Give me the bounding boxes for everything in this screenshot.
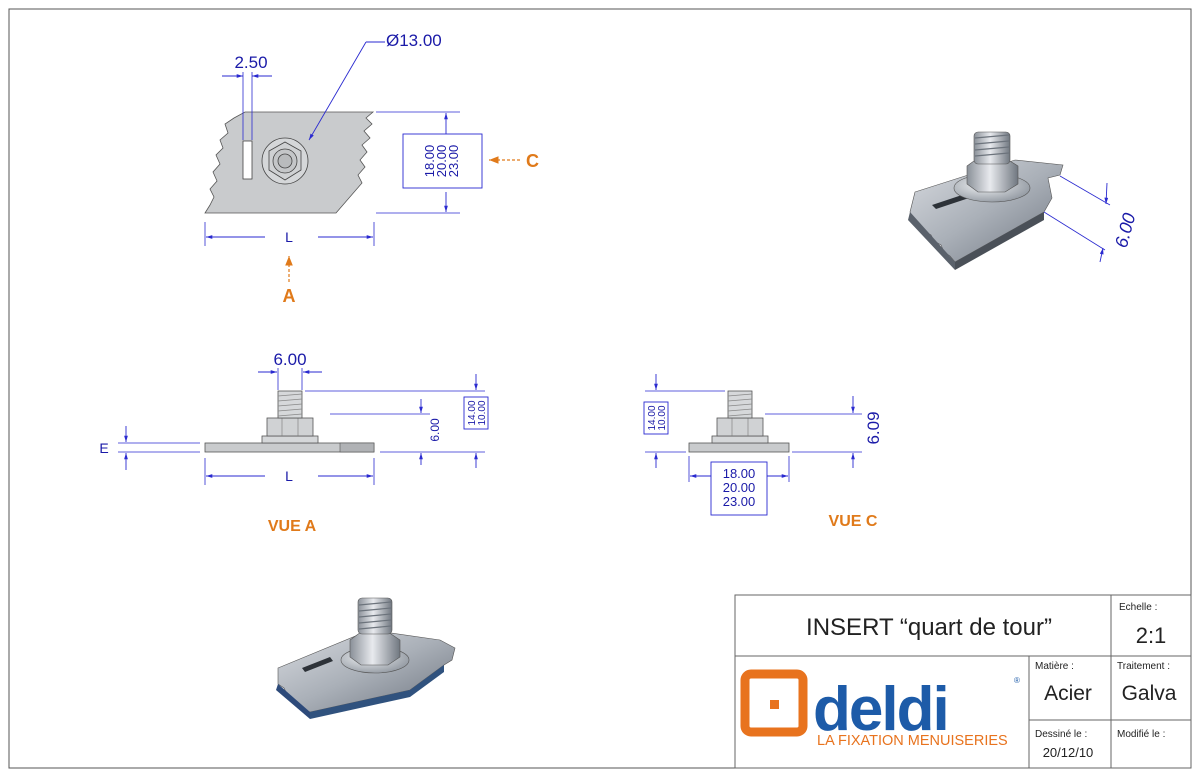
- iso-dim: 6.00: [1111, 211, 1139, 250]
- top-dim-20: 20.00: [434, 145, 449, 178]
- view-c-dim-10: 10.00: [657, 405, 668, 430]
- slot-width-dim: 2.50: [234, 53, 267, 72]
- diameter-dim: Ø13.00: [386, 31, 442, 50]
- view-c-title: VUE C: [829, 513, 878, 530]
- logo-tagline: LA FIXATION MENUISERIES: [817, 733, 1008, 749]
- view-c-bottom-23: 23.00: [723, 494, 756, 509]
- view-a-title: VUE A: [268, 518, 317, 535]
- traitement-value: Galva: [1122, 682, 1177, 705]
- iso-slot-2: [302, 657, 333, 672]
- modifie-label: Modifié le :: [1117, 729, 1165, 740]
- drawing-title: INSERT “quart de tour”: [806, 614, 1052, 641]
- logo-registered: ®: [1014, 676, 1020, 685]
- view-c-dim-14: 14.00: [647, 405, 658, 430]
- top-view: 2.50 Ø13.00 18.00 20.00 23.00 L A C: [204, 31, 539, 306]
- view-a-dim-14: 14.00: [467, 400, 478, 425]
- top-dim-18: 18.00: [422, 145, 437, 178]
- view-a-length-dim: L: [285, 468, 293, 484]
- title-block: INSERT “quart de tour” Echelle : 2:1 Mat…: [734, 594, 1192, 769]
- echelle-label: Echelle :: [1119, 602, 1157, 613]
- view-a-height-dim: 6.00: [428, 418, 442, 442]
- view-arrow-c-label: C: [526, 151, 539, 171]
- deldi-logo: deldi ® LA FIXATION MENUISERIES: [740, 669, 1020, 749]
- top-dim-23: 23.00: [446, 145, 461, 178]
- dessine-value: 20/12/10: [1043, 745, 1094, 760]
- view-c-bottom-18: 18.00: [723, 466, 756, 481]
- echelle-value: 2:1: [1136, 623, 1167, 648]
- view-a-width-dim: 6.00: [273, 350, 306, 369]
- thickness-dim: E: [99, 440, 108, 456]
- matiere-label: Matière :: [1035, 661, 1074, 672]
- view-a-dim-10: 10.00: [477, 400, 488, 425]
- top-length-dim: L: [285, 229, 293, 245]
- logo-brand: deldi: [813, 675, 948, 744]
- bolt-inner: [277, 153, 293, 169]
- view-arrow-a-label: A: [283, 286, 296, 306]
- view-c-plate: [688, 442, 790, 453]
- view-c: 14.00 10.00 6.09 18.00 20.00 23.00 VUE C: [643, 374, 883, 530]
- slot: [242, 140, 253, 180]
- matiere-value: Acier: [1044, 682, 1092, 705]
- view-c-nut: [716, 417, 764, 437]
- iso-slot: [932, 193, 972, 209]
- stack-dim-box: [402, 133, 483, 189]
- view-c-height-dim: 6.09: [864, 411, 883, 444]
- view-a-washer: [261, 435, 319, 444]
- sheet-border: [8, 8, 1192, 769]
- dessine-label: Dessiné le :: [1035, 729, 1087, 740]
- view-a: 6.00 6.00 14.00 10.00 E L VUE A: [99, 350, 489, 535]
- view-a-nut: [266, 417, 314, 437]
- iso-render-top: 6.00: [908, 131, 1139, 270]
- iso-render-bottom: [276, 597, 456, 719]
- logo-square-icon: [740, 669, 808, 737]
- view-c-bottom-20: 20.00: [723, 480, 756, 495]
- iso-nut-2: [349, 631, 401, 666]
- traitement-label: Traitement :: [1117, 661, 1170, 672]
